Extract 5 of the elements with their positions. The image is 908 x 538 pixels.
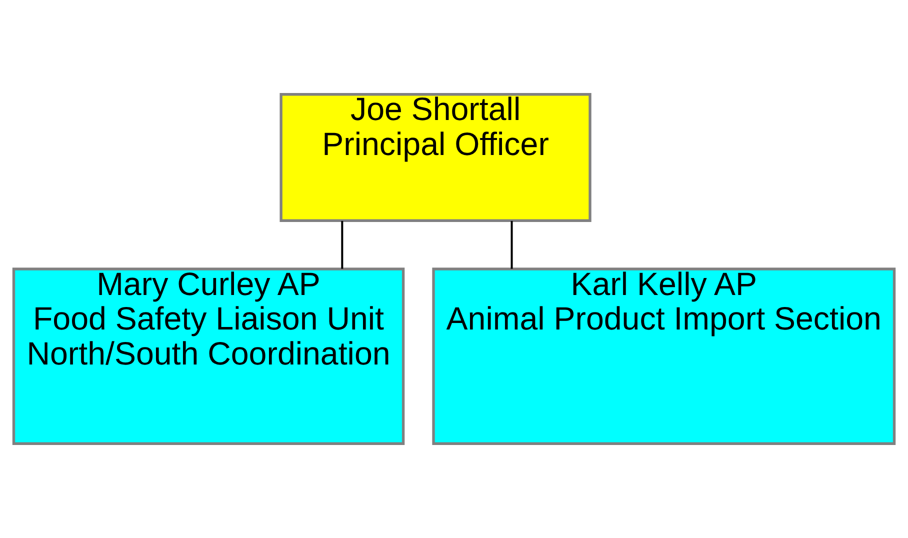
node-box: Karl Kelly AP Animal Product Import Section [432, 268, 896, 445]
node-box: Mary Curley AP Food Safety Liaison Unit North/South Coordination [12, 268, 405, 445]
connector [341, 220, 344, 269]
connector [510, 220, 513, 269]
node-box: Joe Shortall Principal Officer [280, 93, 592, 222]
